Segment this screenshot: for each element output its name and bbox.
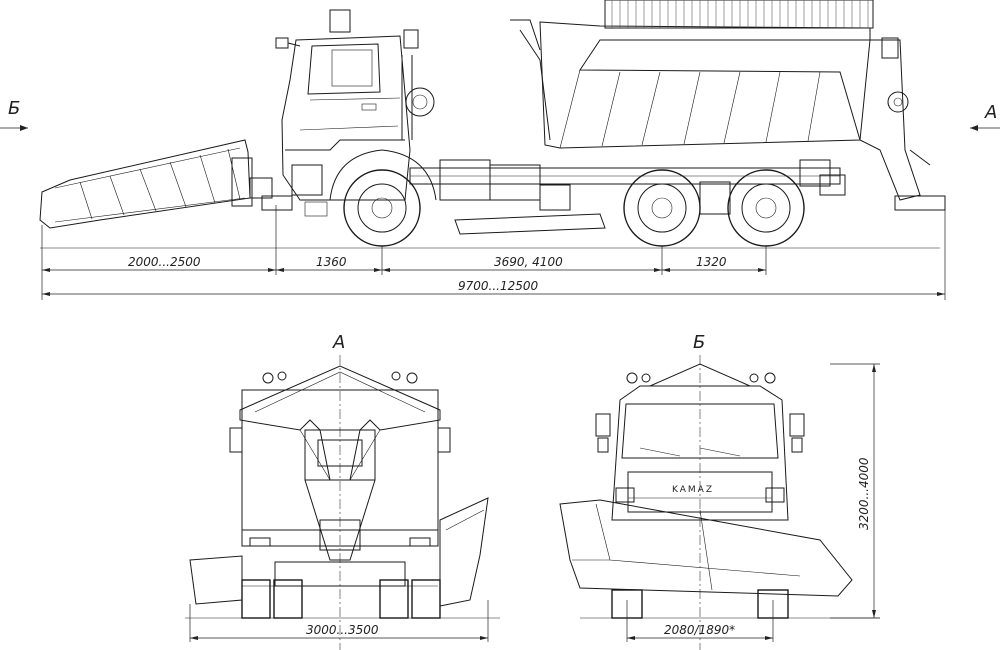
side-wheel-rear-2 xyxy=(727,169,805,247)
dim-plow-length: 2000...2500 xyxy=(128,255,201,269)
side-plow-blade xyxy=(39,139,293,229)
side-rear-spreader xyxy=(859,37,946,211)
side-chassis xyxy=(409,159,846,235)
view-b-label: Б xyxy=(693,332,705,353)
side-wheel-rear-1 xyxy=(623,169,701,247)
side-wheel-front xyxy=(329,149,437,247)
dim-wheelbase: 3690, 4100 xyxy=(494,255,563,269)
view-a-label: А xyxy=(332,332,345,353)
rear-view xyxy=(185,355,500,650)
view-arrow-right-label: А xyxy=(984,102,997,123)
dim-front-track: 2080/1890* xyxy=(664,623,735,637)
dim-height: 3200...4000 xyxy=(857,457,871,530)
view-arrow-left xyxy=(0,125,28,131)
side-dump-body xyxy=(510,0,874,149)
dim-rear-axle-spacing: 1320 xyxy=(696,255,727,269)
side-cab xyxy=(275,9,435,217)
side-view: Б А xyxy=(0,0,1000,300)
view-arrow-right xyxy=(970,125,1000,131)
side-dimensions xyxy=(41,205,946,300)
view-arrow-left-label: Б xyxy=(8,98,20,119)
front-view xyxy=(559,355,880,650)
dim-overall-length: 9700...12500 xyxy=(458,279,539,293)
dim-front-overhang: 1360 xyxy=(316,255,347,269)
front-grille-text: KAMAZ xyxy=(672,485,714,495)
dim-rear-width: 3000...3500 xyxy=(306,623,379,637)
